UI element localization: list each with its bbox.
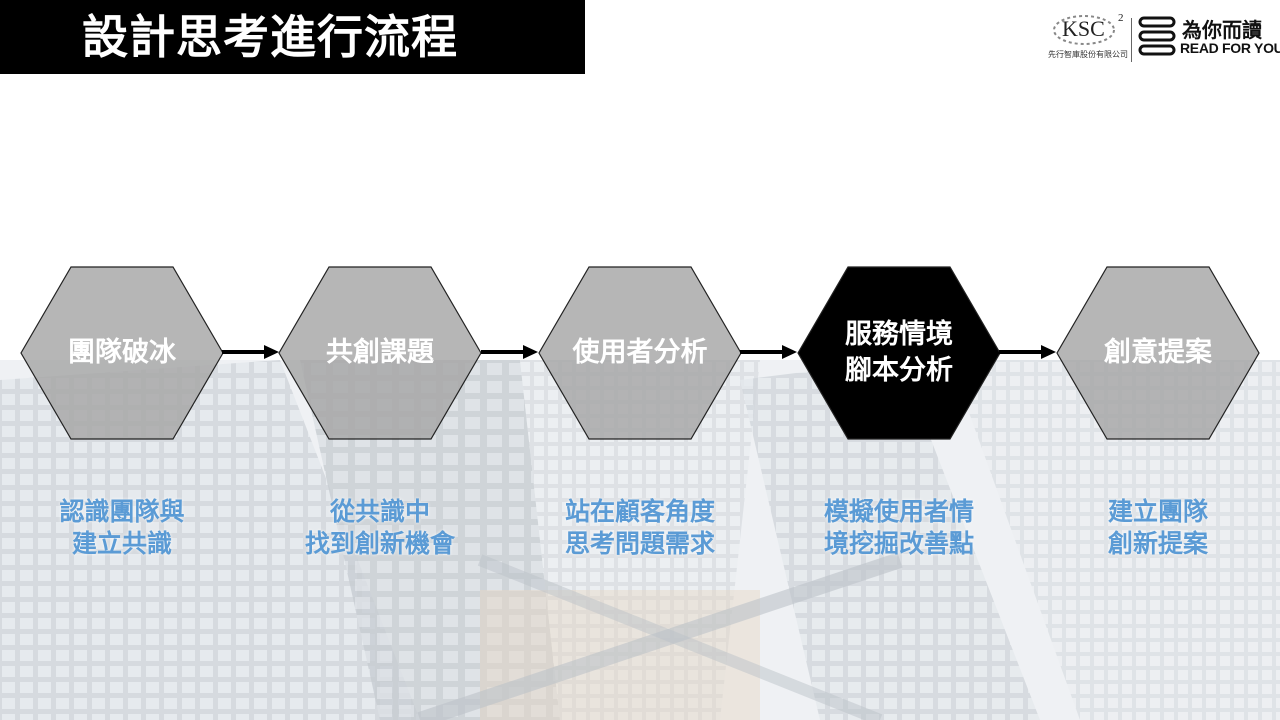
step-3-hexagon: 使用者分析	[538, 266, 742, 440]
logo-divider	[1131, 18, 1132, 62]
step-2-description: 從共識中 找到創新機會	[304, 497, 455, 558]
read-for-you-logo: 為你而讀 READ FOR YOU	[1136, 12, 1280, 64]
step-5-description: 建立團隊 創新提案	[1107, 497, 1208, 558]
read-for-you-chinese: 為你而讀	[1182, 18, 1262, 42]
title-bar: 設計思考進行流程	[0, 0, 585, 74]
step-2-hexagon: 共創課題	[278, 266, 482, 440]
step-3-description: 站在顧客角度 思考問題需求	[564, 497, 715, 558]
ksc-swirl-icon	[1053, 15, 1115, 45]
step-4-hexagon: 服務情境 腳本分析	[797, 266, 1001, 440]
arrow-right-icon	[999, 345, 1056, 359]
step-4-label: 服務情境 腳本分析	[845, 319, 953, 386]
step-5-label: 創意提案	[1104, 337, 1212, 368]
ksc-logo-text: KSC	[1062, 16, 1105, 41]
ksc-company-name: 先行智庫股份有限公司	[1048, 50, 1128, 59]
step-4-description: 模擬使用者情 境挖掘改善點	[823, 497, 974, 558]
step-1-label: 團隊破冰	[68, 337, 176, 368]
arrow-right-icon	[740, 345, 797, 359]
read-for-you-english: READ FOR YOU	[1180, 40, 1280, 56]
step-2-label: 共創課題	[326, 337, 434, 368]
ksc-logo-superscript: 2	[1118, 12, 1124, 24]
step-1-hexagon: 團隊破冰	[20, 266, 224, 440]
step-1-description: 認識團隊與 建立共識	[59, 497, 185, 558]
step-3-label: 使用者分析	[572, 337, 708, 368]
arrow-right-icon	[481, 345, 538, 359]
arrow-right-icon	[222, 345, 279, 359]
book-stack-icon	[1138, 16, 1176, 56]
ksc-logo: KSC 2 先行智庫股份有限公司	[1048, 12, 1130, 64]
page-title: 設計思考進行流程	[82, 10, 458, 64]
step-5-hexagon: 創意提案	[1056, 266, 1260, 440]
